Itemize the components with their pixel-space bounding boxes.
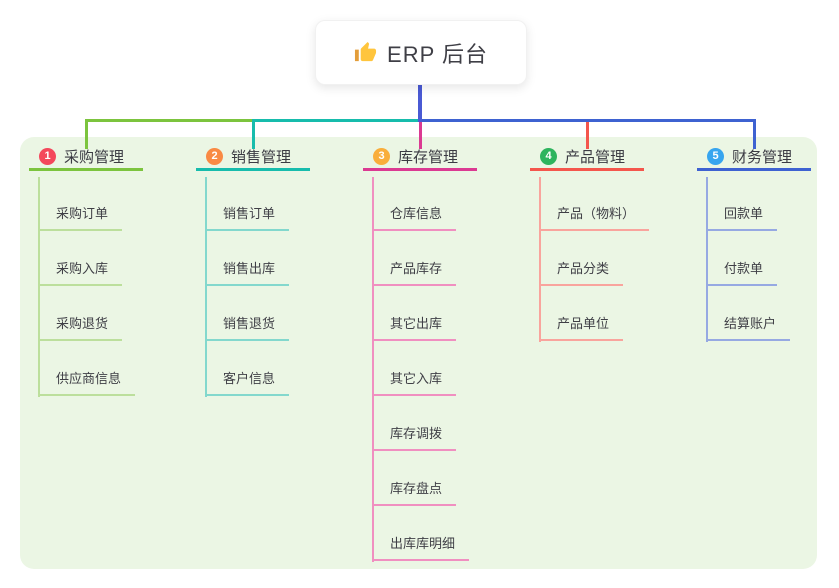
child-node[interactable]: 采购退货 <box>38 315 123 341</box>
branch-node[interactable]: 5 财务管理 <box>697 147 811 171</box>
connector-line <box>420 119 754 122</box>
child-node[interactable]: 产品（物料） <box>539 205 650 231</box>
branch-number-badge: 3 <box>373 147 390 165</box>
branch-node[interactable]: 4 产品管理 <box>530 147 644 171</box>
child-node[interactable]: 产品分类 <box>539 260 624 286</box>
branch-number-badge: 4 <box>540 147 557 165</box>
branch-number-badge: 5 <box>707 147 724 165</box>
branch-label: 库存管理 <box>398 148 459 166</box>
connector-line <box>251 119 255 149</box>
child-connector-line <box>205 177 207 397</box>
child-connector-line <box>38 177 40 397</box>
connector-line <box>585 119 589 149</box>
child-node[interactable]: 仓库信息 <box>372 205 457 231</box>
connector-line <box>752 119 756 149</box>
child-node[interactable]: 产品库存 <box>372 260 457 286</box>
branch-number-badge: 1 <box>39 147 56 165</box>
child-node[interactable]: 库存盘点 <box>372 480 457 506</box>
child-node[interactable]: 付款单 <box>706 260 778 286</box>
child-node[interactable]: 采购入库 <box>38 260 123 286</box>
child-connector-line <box>372 177 374 562</box>
child-node[interactable]: 其它入库 <box>372 370 457 396</box>
child-node[interactable]: 销售退货 <box>205 315 290 341</box>
branch-label: 产品管理 <box>565 148 626 166</box>
child-node[interactable]: 结算账户 <box>706 315 791 341</box>
branch-label: 采购管理 <box>64 148 125 166</box>
branch-label: 销售管理 <box>231 148 292 166</box>
branches-panel <box>20 137 817 569</box>
branch-number-badge: 2 <box>206 147 223 165</box>
branch-node[interactable]: 1 采购管理 <box>29 147 143 171</box>
connector-line <box>418 122 422 149</box>
thumbs-up-icon <box>354 41 377 64</box>
child-node[interactable]: 销售订单 <box>205 205 290 231</box>
branch-label: 财务管理 <box>732 148 793 166</box>
child-node[interactable]: 出库库明细 <box>372 535 470 561</box>
child-node[interactable]: 供应商信息 <box>38 370 136 396</box>
child-connector-line <box>706 177 708 342</box>
child-connector-line <box>539 177 541 342</box>
child-node[interactable]: 回款单 <box>706 205 778 231</box>
branch-node[interactable]: 2 销售管理 <box>196 147 310 171</box>
child-node[interactable]: 其它出库 <box>372 315 457 341</box>
root-connector-line <box>418 84 422 122</box>
root-node[interactable]: ERP 后台 <box>315 20 527 85</box>
connector-line <box>84 119 88 149</box>
child-node[interactable]: 客户信息 <box>205 370 290 396</box>
root-title: ERP 后台 <box>387 41 488 67</box>
child-node[interactable]: 产品单位 <box>539 315 624 341</box>
connector-line <box>253 119 420 122</box>
child-node[interactable]: 库存调拨 <box>372 425 457 451</box>
child-node[interactable]: 采购订单 <box>38 205 123 231</box>
branch-node[interactable]: 3 库存管理 <box>363 147 477 171</box>
child-node[interactable]: 销售出库 <box>205 260 290 286</box>
